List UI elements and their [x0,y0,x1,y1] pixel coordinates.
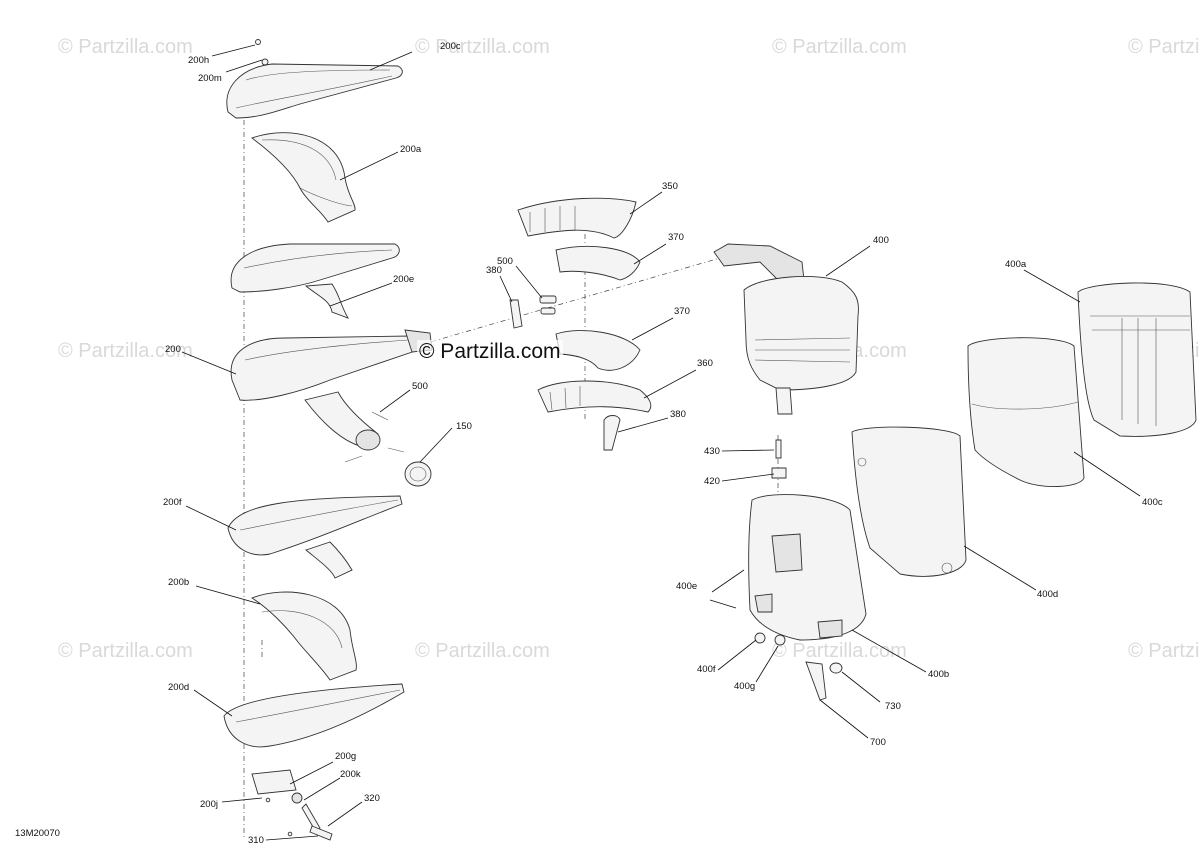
watermark: © Partzilla.com [58,640,193,662]
callout-label: 400 [873,235,889,246]
heat-shield-200b [251,591,357,681]
callout-label: 380 [670,409,686,420]
callout-label: 400e [676,581,698,592]
springs-500 [539,295,557,315]
heat-shield-200a [251,132,356,223]
callout-label: 370 [668,232,684,243]
watermark: © Partzilla.com [415,640,550,662]
callout-label: 400a [1005,259,1027,270]
watermark: © Partzilla.com [772,640,907,662]
callout-label: 360 [697,358,713,369]
watermark: © Partzilla.com [58,36,193,58]
callout-label: 200d [168,682,190,693]
callout-label: 380 [486,265,502,276]
callout-label: 200c [440,41,461,52]
leader-lines [181,44,1141,841]
watermark: © Partzilla.com [58,340,193,362]
muffler-shield-400a [1077,282,1197,437]
watermark: © Partzilla.com [415,36,550,58]
callout-label: 500 [412,381,428,392]
muffler-shield-400c [967,337,1085,488]
heat-shield-200d [223,683,405,748]
callout-label: 200e [393,274,415,285]
callout-label: 730 [885,701,901,712]
callout-label: 430 [704,446,720,457]
callout-label: 200g [335,751,357,762]
heat-shield-200c [226,39,403,119]
callout-label: 200h [188,55,210,66]
callout-label: 400g [734,681,756,692]
callout-label: 400c [1142,497,1163,508]
bracket-200g [251,769,333,841]
callout-label: 200m [198,73,222,84]
callout-label: 310 [248,835,264,846]
muffler-shield-400d [851,426,967,577]
callout-label: 370 [674,306,690,317]
callout-label: 200j [200,799,218,810]
callout-label: 200 [165,344,181,355]
heat-shield-200f [227,495,403,579]
callout-label: 200f [163,497,182,508]
callout-label: 200b [168,577,190,588]
callout-label: 320 [364,793,380,804]
callout-label: 150 [456,421,472,432]
callout-label: 420 [704,476,720,487]
muffler-body-400b [748,439,867,641]
pipe-shield-370 [555,245,641,281]
pipe-shield-350 [517,197,637,239]
watermark: © Partzilla.com [1128,36,1200,58]
gasket-150 [404,461,432,487]
diagram-code: 13M20070 [15,828,60,839]
pipe-shield-370 [555,330,641,371]
callout-label: 400f [697,664,716,675]
callout-label: 400d [1037,589,1059,600]
watermark: © Partzilla.com [1128,640,1200,662]
callout-label: 700 [870,737,886,748]
pipe-shield-360 [537,380,652,413]
callout-label: 350 [662,181,678,192]
clip-380 [509,299,621,451]
callout-label: 400b [928,669,950,680]
callout-label: 500 [497,256,513,267]
callout-label: 200k [340,769,361,780]
watermark: © Partzilla.com [772,36,907,58]
callout-label: 200a [400,144,422,155]
muffler-400 [713,243,859,415]
heat-shield-200e [230,243,400,319]
sensor-700 [754,632,843,701]
watermark-center: © Partzilla.com [417,340,563,364]
